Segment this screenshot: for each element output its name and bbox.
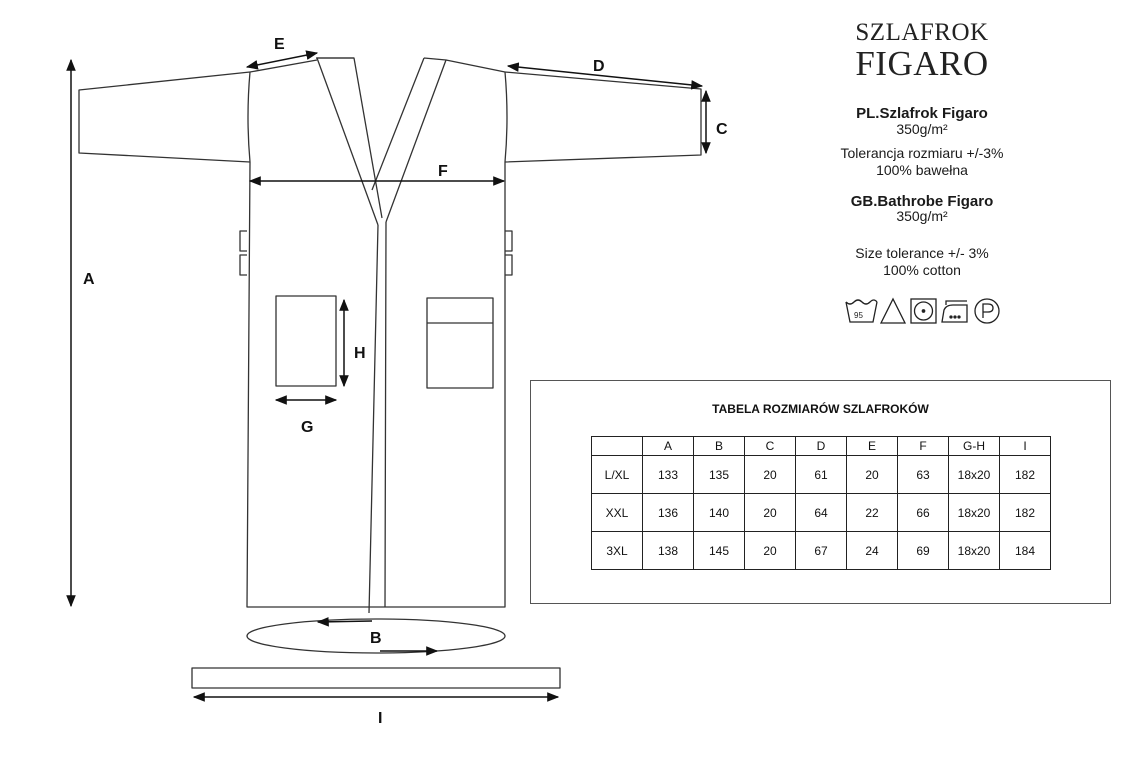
dim-label-b: B bbox=[370, 630, 382, 647]
table-cell: 135 bbox=[693, 455, 745, 494]
dimension-arrows bbox=[66, 50, 711, 702]
gb-title-text: GB.Bathrobe Figaro bbox=[850, 193, 994, 210]
table-cell: XXL bbox=[591, 493, 643, 532]
dim-label-d: D bbox=[593, 58, 605, 75]
tumble-dry-icon bbox=[910, 298, 937, 324]
dim-label-f: F bbox=[438, 163, 448, 180]
right-sleeve bbox=[504, 71, 702, 163]
table-cell: 63 bbox=[897, 455, 949, 494]
gb-tolerance: Size tolerance +/- 3% bbox=[855, 245, 989, 261]
brand-line-1: SZLAFROK bbox=[855, 19, 989, 46]
brand-line-2: FIGARO bbox=[855, 44, 989, 83]
col-header-a: A bbox=[642, 436, 694, 456]
dim-label-c: C bbox=[716, 121, 728, 138]
table-cell: 18x20 bbox=[948, 493, 1000, 532]
right-belt-loops bbox=[505, 230, 513, 276]
left-sleeve bbox=[78, 71, 251, 163]
table-cell: 20 bbox=[846, 455, 898, 494]
col-header-c: C bbox=[744, 436, 796, 456]
robe-outline bbox=[78, 57, 702, 689]
dry-clean-p-icon bbox=[974, 298, 1000, 324]
iron-icon bbox=[941, 300, 968, 323]
table-cell: L/XL bbox=[591, 455, 643, 494]
table-cell: 184 bbox=[999, 531, 1051, 570]
bleach-triangle-icon bbox=[879, 297, 907, 324]
table-cell: 136 bbox=[642, 493, 694, 532]
table-cell: 133 bbox=[642, 455, 694, 494]
dim-label-h: H bbox=[354, 345, 366, 362]
dim-d-arrow bbox=[506, 62, 704, 90]
belt-flat bbox=[191, 667, 561, 689]
front-placket bbox=[368, 221, 387, 614]
gb-title: GB.Bathrobe Figaro bbox=[812, 193, 1032, 210]
belt-loop-ellipse bbox=[246, 618, 506, 654]
table-cell: 145 bbox=[693, 531, 745, 570]
pl-title-text: PL.Szlafrok Figaro bbox=[856, 105, 988, 122]
table-row: L/XL 133 135 20 61 20 63 18x20 182 bbox=[591, 455, 1051, 494]
table-cell: 61 bbox=[795, 455, 847, 494]
table-cell: 64 bbox=[795, 493, 847, 532]
col-header-i: I bbox=[999, 436, 1051, 456]
dim-e-arrow bbox=[245, 50, 319, 70]
table-cell: 3XL bbox=[591, 531, 643, 570]
table-cell: 18x20 bbox=[948, 531, 1000, 570]
left-lapel bbox=[316, 57, 379, 226]
table-cell: 138 bbox=[642, 531, 694, 570]
table-cell: 69 bbox=[897, 531, 949, 570]
dim-label-e: E bbox=[274, 36, 285, 53]
left-pocket bbox=[275, 295, 337, 387]
robe-body bbox=[246, 161, 506, 608]
size-table: A B C D E F G-H I L/XL 133 135 20 61 20 … bbox=[591, 436, 1051, 570]
right-shoulder bbox=[445, 59, 506, 73]
care-symbols: 95 bbox=[845, 297, 1000, 324]
col-header-g-h: G-H bbox=[948, 436, 1000, 456]
col-header-d: D bbox=[795, 436, 847, 456]
table-cell: 20 bbox=[744, 455, 796, 494]
table-cell: 182 bbox=[999, 455, 1051, 494]
table-cell: 22 bbox=[846, 493, 898, 532]
left-shoulder bbox=[249, 57, 354, 73]
col-header-e: E bbox=[846, 436, 898, 456]
col-header-f: F bbox=[897, 436, 949, 456]
table-row: 3XL 138 145 20 67 24 69 18x20 184 bbox=[591, 531, 1051, 570]
pl-weight: 350g/m² bbox=[896, 121, 948, 137]
size-table-panel: TABELA ROZMIARÓW SZLAFROKÓW A B C D E F … bbox=[530, 380, 1111, 604]
table-cell: 20 bbox=[744, 493, 796, 532]
table-cell: 67 bbox=[795, 531, 847, 570]
right-pocket bbox=[426, 297, 494, 389]
dim-label-a: A bbox=[83, 271, 95, 288]
size-table-header: A B C D E F G-H I bbox=[591, 436, 1051, 456]
gb-material: 100% cotton bbox=[883, 262, 961, 278]
pl-title: PL.Szlafrok Figaro bbox=[812, 105, 1032, 122]
table-cell: 182 bbox=[999, 493, 1051, 532]
left-belt-loops bbox=[239, 230, 247, 276]
dim-label-g: G bbox=[301, 419, 313, 436]
wash-95-icon: 95 bbox=[845, 299, 878, 323]
gb-weight: 350g/m² bbox=[896, 208, 948, 224]
pl-tolerance: Tolerancja rozmiaru +/-3% bbox=[840, 145, 1004, 161]
right-armhole bbox=[504, 71, 508, 163]
col-header-empty bbox=[591, 436, 643, 456]
size-table-title: TABELA ROZMIARÓW SZLAFROKÓW bbox=[712, 402, 929, 416]
table-cell: 20 bbox=[744, 531, 796, 570]
table-cell: 18x20 bbox=[948, 455, 1000, 494]
right-lapel bbox=[371, 57, 447, 223]
table-cell: 66 bbox=[897, 493, 949, 532]
wash-temp: 95 bbox=[854, 311, 863, 320]
left-collar-back bbox=[317, 57, 383, 219]
dim-b-arrow-left bbox=[316, 617, 373, 627]
left-armhole bbox=[247, 71, 251, 163]
dim-label-i: I bbox=[378, 710, 382, 727]
pl-material: 100% bawełna bbox=[876, 162, 968, 178]
table-cell: 140 bbox=[693, 493, 745, 532]
table-row: XXL 136 140 20 64 22 66 18x20 182 bbox=[591, 493, 1051, 532]
col-header-b: B bbox=[693, 436, 745, 456]
table-cell: 24 bbox=[846, 531, 898, 570]
